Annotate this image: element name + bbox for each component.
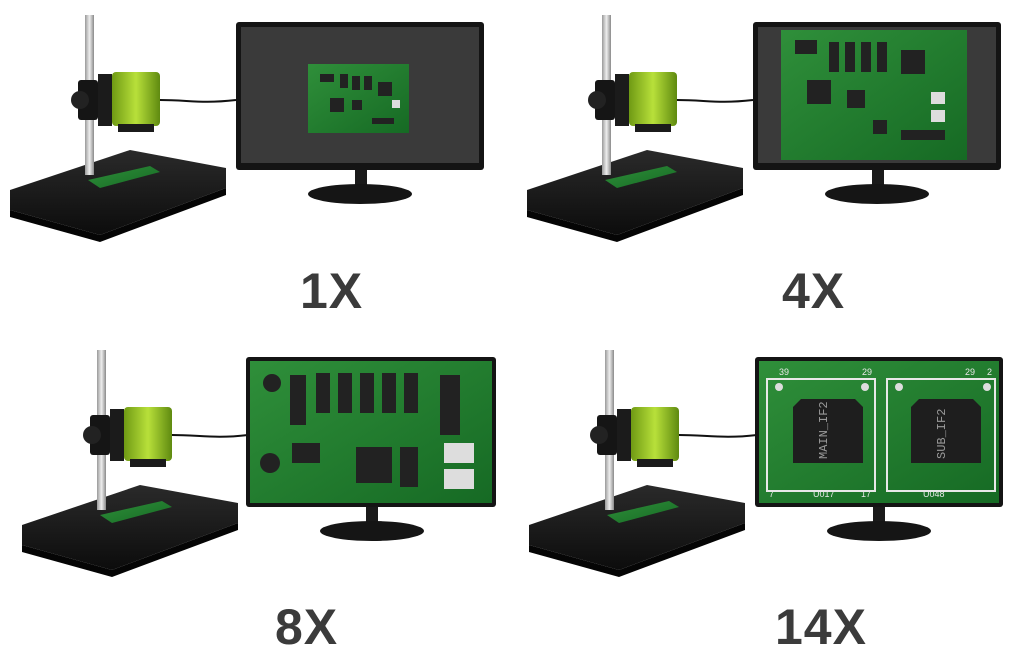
microscope-stand [529, 350, 758, 577]
zoom-label-8x: 8X [275, 599, 339, 655]
screen-pcb-image [308, 64, 409, 133]
pcb-mark-29a: 29 [862, 367, 872, 377]
pcb-mark-29b: 29 [965, 367, 975, 377]
microscope-stand [527, 15, 754, 242]
monitor: MAIN_IF2 SUB_IF2 39 29 2 29 7 U017 17 U0… [755, 357, 1003, 541]
zoom-label-1x: 1X [300, 263, 364, 319]
pcb-mark-2: 2 [987, 367, 992, 377]
pcb-mark-39: 39 [779, 367, 789, 377]
zoom-label-14x: 14X [775, 599, 867, 655]
chip-label-main: MAIN_IF2 [817, 401, 831, 459]
pcb-mark-17: 17 [861, 489, 871, 499]
screen-chips-image: MAIN_IF2 SUB_IF2 39 29 2 29 7 U017 17 U0… [766, 367, 996, 499]
zoom-label-4x: 4X [782, 263, 846, 319]
microscope-stand [10, 15, 237, 242]
chip-label-sub: SUB_IF2 [935, 409, 949, 459]
panel-1x: 1X [0, 0, 510, 325]
screen-pcb-image [781, 30, 967, 160]
pcb-mark-u017: U017 [813, 489, 835, 499]
panel-14x: MAIN_IF2 SUB_IF2 39 29 2 29 7 U017 17 U0… [517, 335, 1027, 660]
microscope-stand [22, 350, 249, 577]
monitor [236, 22, 484, 204]
pcb-mark-u048: U048 [923, 489, 945, 499]
panel-8x: 8X [0, 335, 510, 660]
panel-4x: 4X [517, 0, 1027, 325]
pcb-mark-7: 7 [769, 489, 774, 499]
monitor [753, 22, 1001, 204]
monitor [246, 357, 496, 541]
screen-pcb-image [260, 373, 474, 489]
